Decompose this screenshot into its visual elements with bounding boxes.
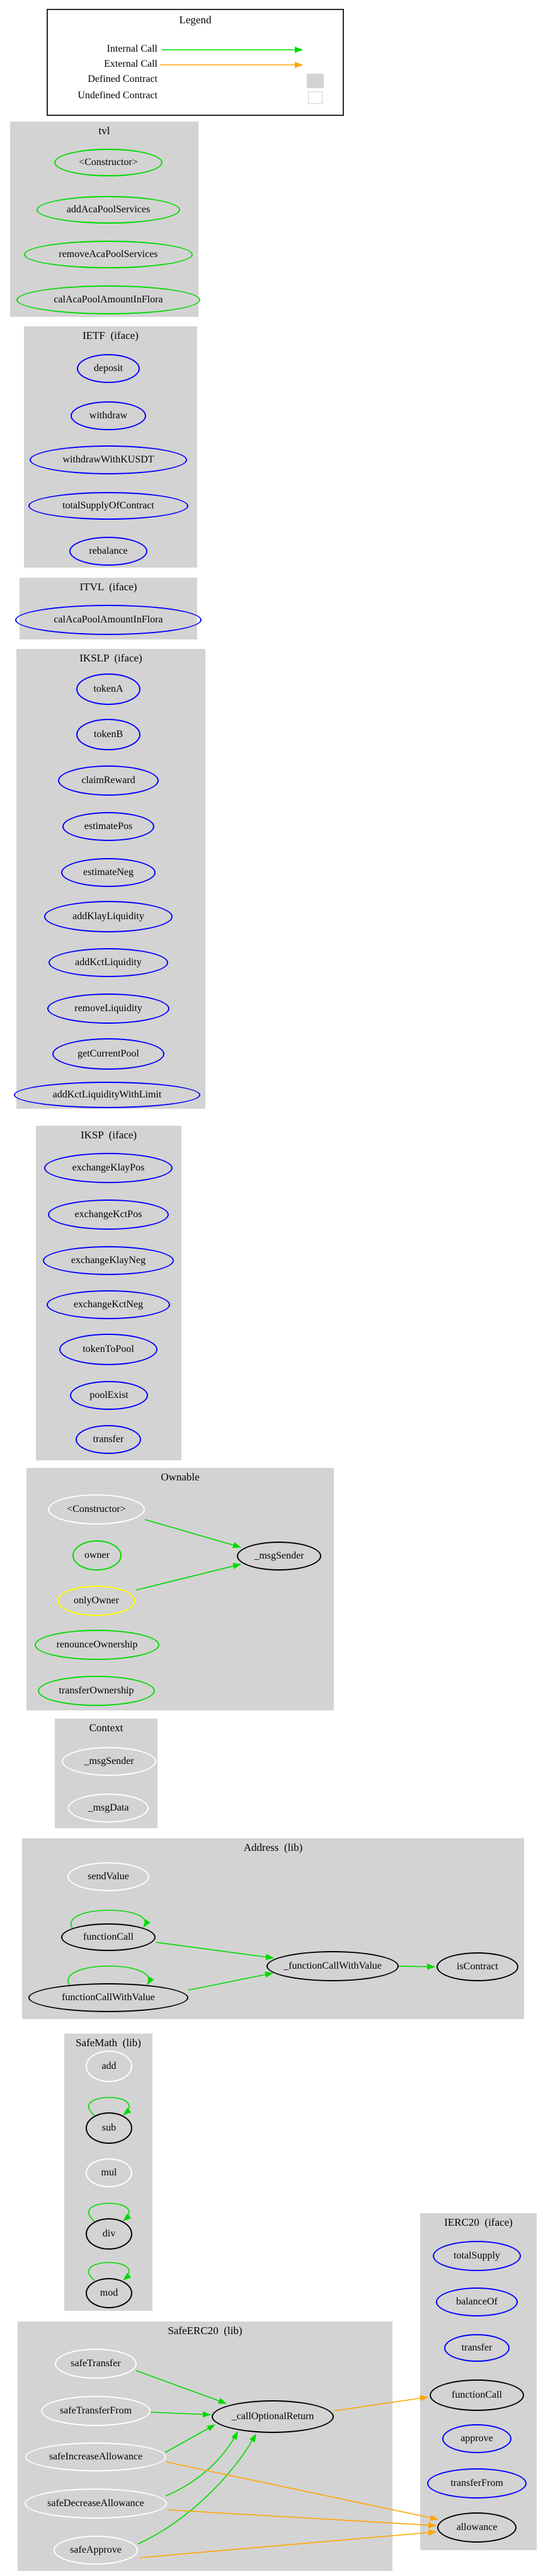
cluster-title-safemath: SafeMath (lib) xyxy=(76,2037,141,2049)
node-iksp-tokenToPool: tokenToPool xyxy=(59,1334,157,1365)
cluster-title-ietf: IETF (iface) xyxy=(83,329,139,341)
node-ierc20-totalSupply: totalSupply xyxy=(433,2241,521,2271)
node-safemath-sub: sub xyxy=(86,2112,132,2144)
node-iksp-exchangeKctPos: exchangeKctPos xyxy=(48,1199,169,1230)
node-safeerc20-safeTransferFrom: safeTransferFrom xyxy=(41,2396,151,2426)
node-ikslp-tokenA: tokenA xyxy=(76,673,140,705)
cluster-title-itvl: ITVL (iface) xyxy=(79,581,137,593)
node-ierc20-allowance: allowance xyxy=(437,2512,517,2543)
cluster-title-ikslp: IKSLP (iface) xyxy=(79,652,142,664)
node-ikslp-getCurrentPool: getCurrentPool xyxy=(52,1038,164,1070)
node-context-msgData: _msgData xyxy=(68,1794,149,1823)
node-ierc20-transferFrom: transferFrom xyxy=(427,2468,527,2499)
node-ownable-renounceOwnership: renounceOwnership xyxy=(35,1630,159,1660)
node-ietf-withdrawWithKUSDT: withdrawWithKUSDT xyxy=(30,445,187,474)
node-address-functionCallWithValue: functionCallWithValue xyxy=(28,1983,188,2012)
cluster-title-tvl: tvl xyxy=(98,125,110,137)
cluster-title-ierc20: IERC20 (iface) xyxy=(444,2216,513,2228)
node-ietf-withdraw: withdraw xyxy=(71,401,146,430)
node-safeerc20-safeIncreaseAllowance: safeIncreaseAllowance xyxy=(25,2442,166,2471)
cluster-title-address: Address (lib) xyxy=(243,1841,303,1853)
node-safemath-div: div xyxy=(86,2218,132,2250)
node-ierc20-functionCall: functionCall xyxy=(430,2379,524,2411)
node-safeerc20-safeDecreaseAllowance: safeDecreaseAllowance xyxy=(25,2488,167,2519)
node-address-functionCall: functionCall xyxy=(61,1923,156,1951)
node-ierc20-approve: approve xyxy=(442,2424,512,2453)
node-context-msgSender: _msgSender xyxy=(62,1747,156,1776)
node-ierc20-transfer: transfer xyxy=(444,2334,510,2362)
legend-defined-contract-label: Defined Contract xyxy=(88,74,157,84)
node-tvl-addAcaPoolServices: addAcaPoolServices xyxy=(37,196,180,224)
node-tvl-constructor: <Constructor> xyxy=(54,149,163,176)
node-iksp-exchangeKlayNeg: exchangeKlayNeg xyxy=(43,1246,174,1275)
node-iksp-poolExist: poolExist xyxy=(70,1381,148,1410)
cluster-title-ownable: Ownable xyxy=(161,1471,200,1483)
node-safemath-add: add xyxy=(86,2051,132,2082)
legend-box: Legend Internal Call External Call Defin… xyxy=(47,9,344,116)
node-tvl-calAcaPoolAmountInFlora: calAcaPoolAmountInFlora xyxy=(16,285,200,314)
legend-external-call-label: External Call xyxy=(104,59,157,69)
node-ikslp-estimateNeg: estimateNeg xyxy=(61,858,156,887)
node-ikslp-estimatePos: estimatePos xyxy=(62,812,154,841)
node-ikslp-addKctLiquidity: addKctLiquidity xyxy=(49,948,168,977)
node-ierc20-balanceOf: balanceOf xyxy=(436,2287,518,2316)
legend-title: Legend xyxy=(179,14,212,26)
node-ikslp-removeLiquidity: removeLiquidity xyxy=(47,993,169,1024)
node-ownable-msgSender: _msgSender xyxy=(237,1542,321,1571)
node-safeerc20-safeApprove: safeApprove xyxy=(54,2536,138,2565)
node-ietf-rebalance: rebalance xyxy=(69,537,147,566)
node-ownable-onlyOwner: onlyOwner xyxy=(57,1586,135,1616)
node-safeerc20-_callOptionalReturn: _callOptionalReturn xyxy=(212,2400,334,2433)
cluster-title-safeerc20: SafeERC20 (lib) xyxy=(168,2325,243,2337)
node-ownable-owner: owner xyxy=(72,1540,122,1571)
cluster-title-context: Context xyxy=(89,1722,123,1734)
node-ikslp-addKctLiquidityWithLimit: addKctLiquidityWithLimit xyxy=(14,1082,200,1108)
node-iksp-transfer: transfer xyxy=(76,1425,141,1454)
node-tvl-removeAcaPoolServices: removeAcaPoolServices xyxy=(24,241,193,268)
node-safemath-mod: mod xyxy=(86,2278,132,2308)
node-itvl-calAcaPoolAmountInFlora: calAcaPoolAmountInFlora xyxy=(15,605,202,635)
node-iksp-exchangeKlayPos: exchangeKlayPos xyxy=(44,1153,173,1183)
node-ietf-deposit: deposit xyxy=(77,354,140,383)
node-safeerc20-safeTransfer: safeTransfer xyxy=(55,2349,137,2379)
cluster-title-iksp: IKSP (iface) xyxy=(80,1129,137,1141)
node-address-sendValue: sendValue xyxy=(67,1862,149,1891)
node-ownable-transferOwnership: transferOwnership xyxy=(38,1676,155,1706)
node-ownable-constructor: <Constructor> xyxy=(48,1494,145,1525)
node-address-isContract: isContract xyxy=(437,1952,518,1981)
node-ikslp-tokenB: tokenB xyxy=(76,719,140,750)
undefined-contract-swatch xyxy=(308,91,323,104)
node-address-_functionCallWithValue: _functionCallWithValue xyxy=(266,1951,399,1981)
defined-contract-swatch xyxy=(307,74,324,88)
node-ikslp-addKlayLiquidity: addKlayLiquidity xyxy=(44,901,173,932)
legend-internal-call-label: Internal Call xyxy=(106,43,157,54)
node-safemath-mul: mul xyxy=(86,2158,132,2187)
node-ietf-totalSupplyOfContract: totalSupplyOfContract xyxy=(28,492,188,520)
node-ikslp-claimReward: claimReward xyxy=(58,765,159,796)
legend-undefined-contract-label: Undefined Contract xyxy=(77,90,157,101)
node-iksp-exchangeKctNeg: exchangeKctNeg xyxy=(47,1290,170,1319)
